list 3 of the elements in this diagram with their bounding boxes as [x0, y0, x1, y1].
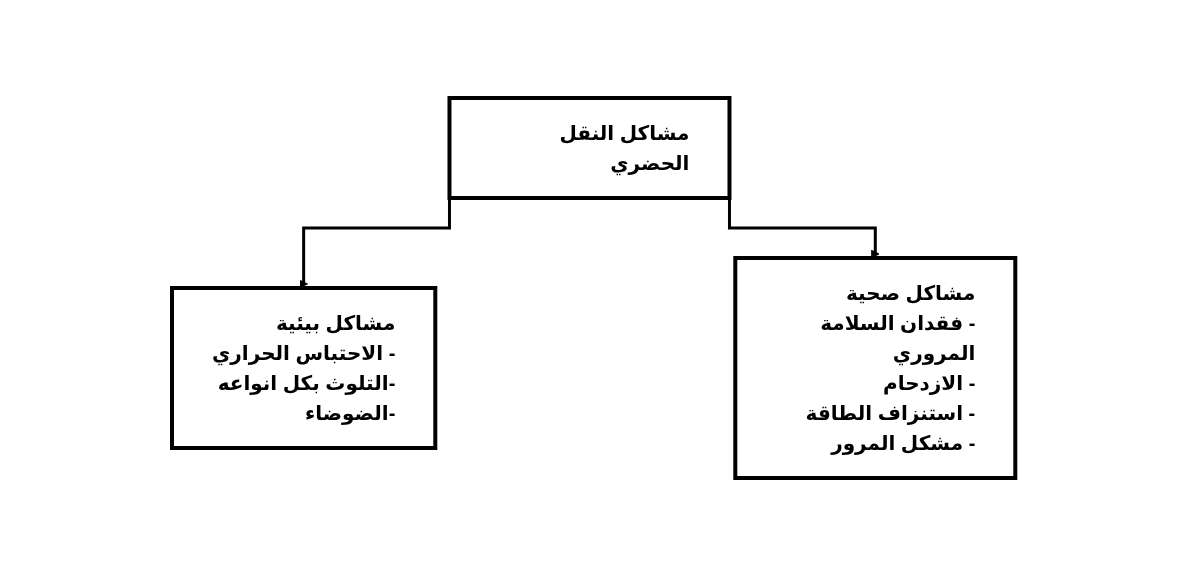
node-box: مشاكل النقل الحضري	[447, 96, 732, 200]
node-box: مشاكل بيئية - الاحتباس الحراري -التلوث بكل انواعه -الضوضاء	[170, 286, 438, 450]
node-box: مشاكل صحية - فقدان السلامة المروري - الازدحام - استنزاف الطاقة - مشكل المرور	[733, 256, 1018, 480]
